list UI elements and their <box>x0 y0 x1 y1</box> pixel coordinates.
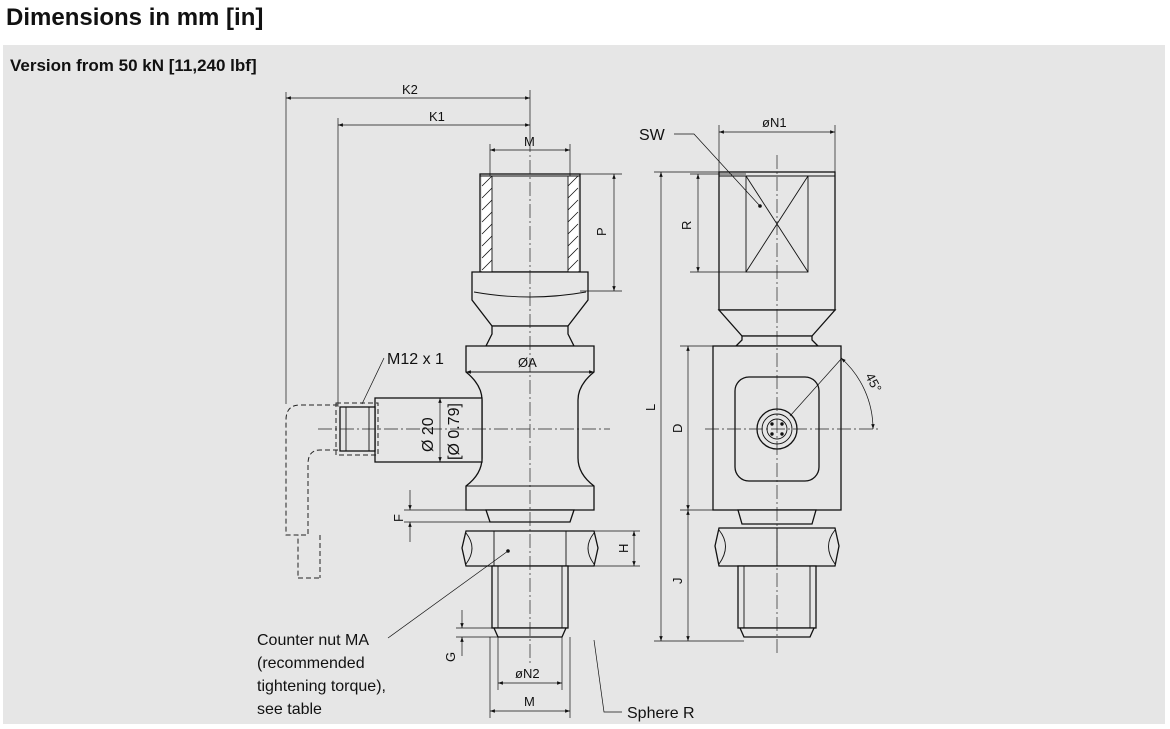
label-f: F <box>391 514 406 522</box>
section-title: Version from 50 kN [11,240 lbf] <box>10 56 257 75</box>
cable-outline <box>285 404 338 579</box>
counter-nut-line-1: Counter nut MA <box>257 632 369 649</box>
label-k1: K1 <box>429 109 445 124</box>
label-d079: [Ø 0.79] <box>446 403 463 460</box>
front-view: øN1 SW R L D J 45° <box>639 115 885 656</box>
drawing-panel <box>3 45 1165 724</box>
label-p: P <box>594 227 609 236</box>
thread-hatching <box>481 175 579 271</box>
label-h: H <box>616 544 631 553</box>
label-k2: K2 <box>402 82 418 97</box>
counter-nut-line-3: tightening torque), <box>257 678 386 695</box>
label-diam-n2: øN2 <box>515 666 540 681</box>
counter-nut-line-4: see table <box>257 701 322 718</box>
front-spherical-end <box>738 627 816 638</box>
label-sphere: Sphere R <box>627 705 695 722</box>
label-d: D <box>670 424 685 433</box>
label-angle: 45° <box>862 370 884 394</box>
label-g: G <box>443 652 458 662</box>
counter-nut-line-2: (recommended <box>257 655 365 672</box>
label-m12: M12 x 1 <box>387 351 444 368</box>
counter-nut-note: Counter nut MA (recommended tightening t… <box>257 632 386 718</box>
label-sw: SW <box>639 127 666 144</box>
side-view: K2 K1 M P ØA M12 x 1 Ø 20 [Ø 0.79] F <box>257 82 695 722</box>
connector-housing <box>374 397 483 463</box>
label-r: R <box>679 221 694 230</box>
label-diam-a: ØA <box>518 355 537 370</box>
label-d20: Ø 20 <box>420 417 437 452</box>
label-j: J <box>670 578 685 585</box>
page-title: Dimensions in mm [in] <box>6 4 264 31</box>
label-l: L <box>643 404 658 411</box>
label-m-top: M <box>524 134 535 149</box>
label-diam-n1: øN1 <box>762 115 787 130</box>
label-m-bottom: M <box>524 694 535 709</box>
